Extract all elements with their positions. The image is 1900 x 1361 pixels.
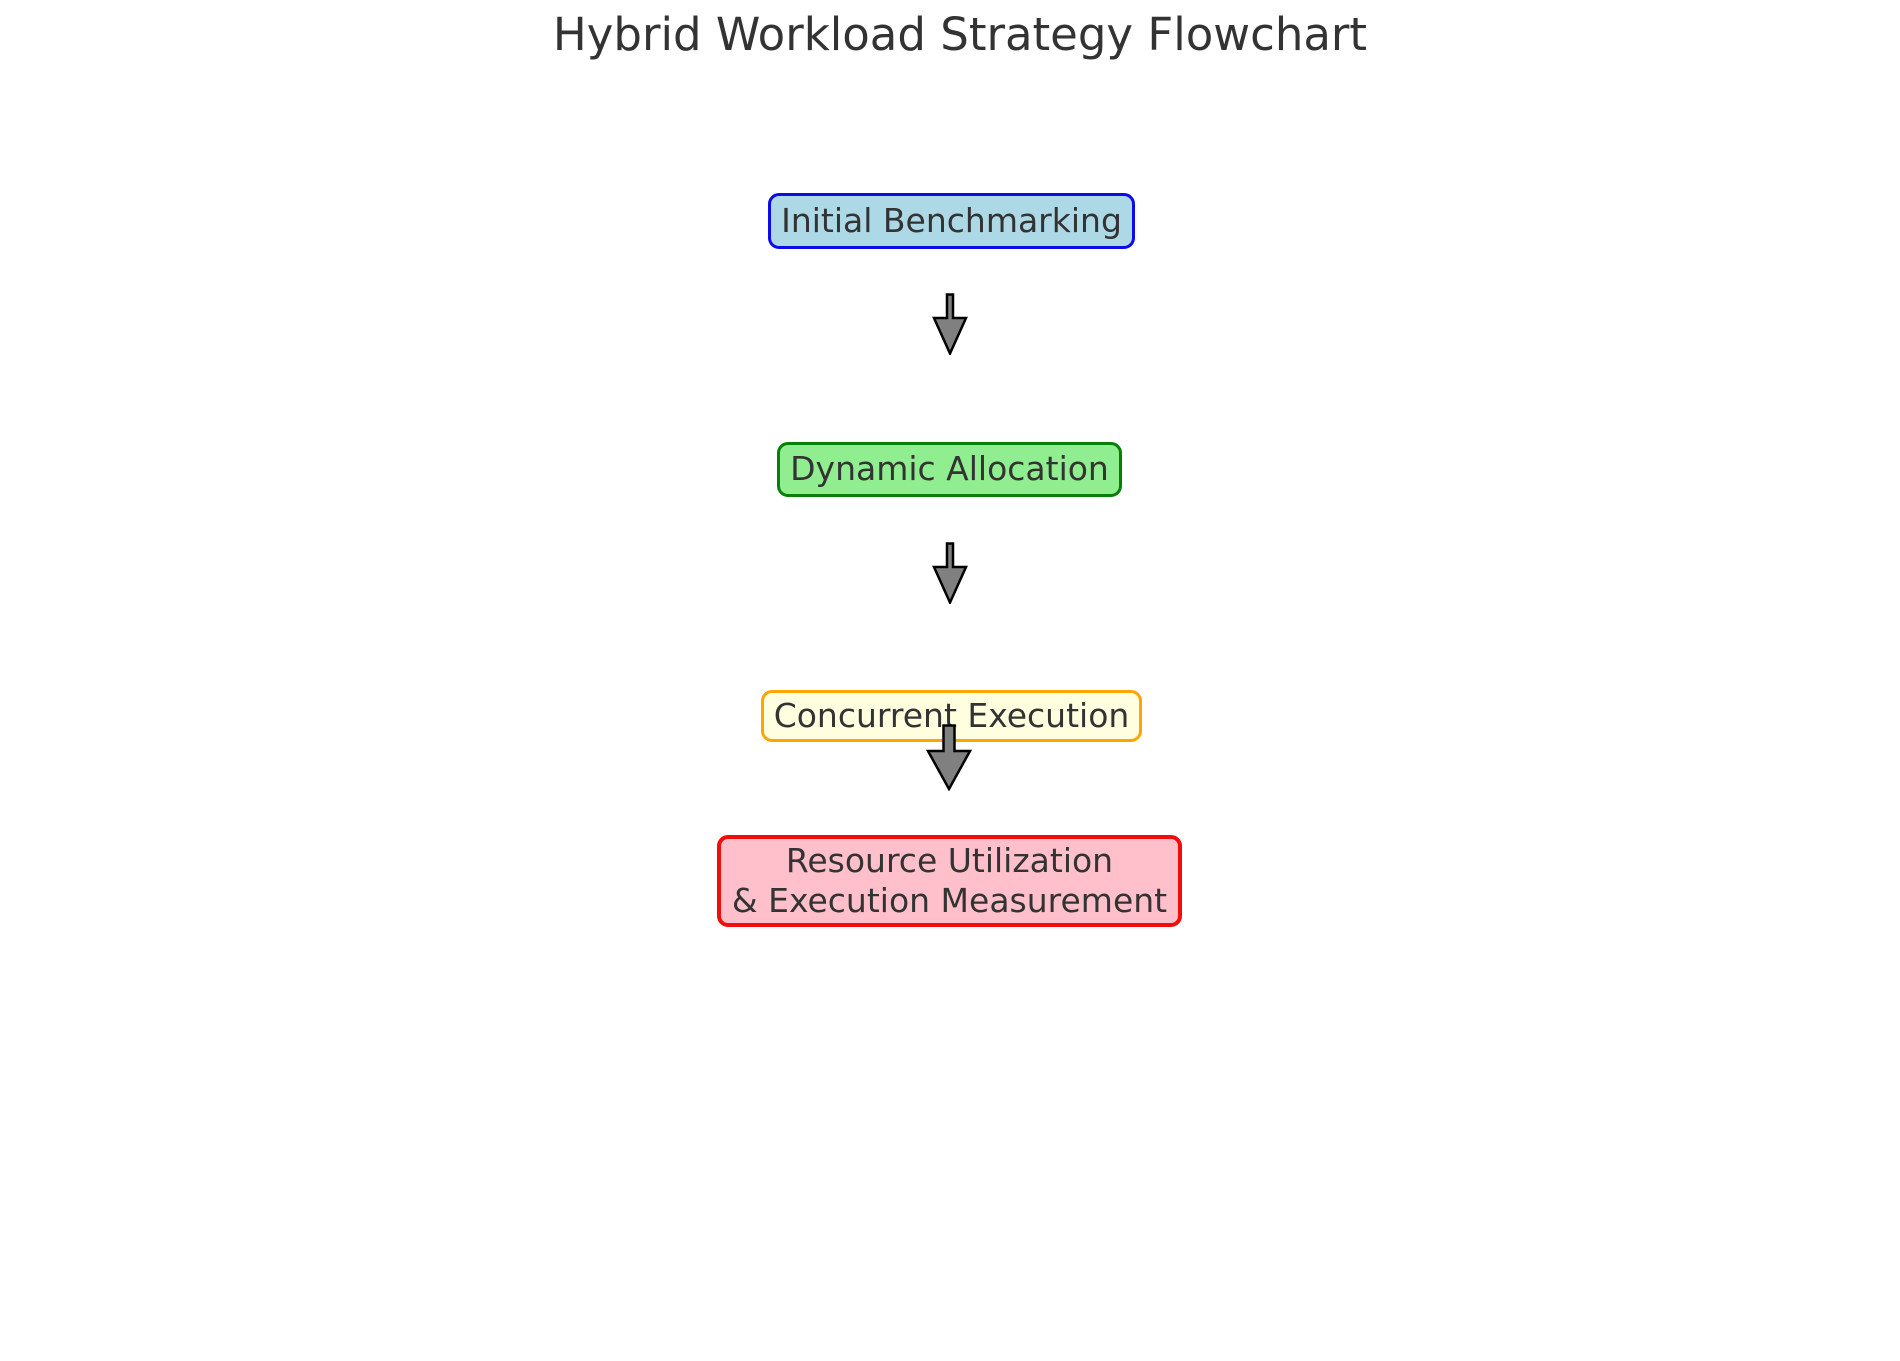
node-dynamic-allocation: Dynamic Allocation [777,442,1122,497]
down-arrow-shape [932,542,968,604]
node-dynamic-allocation-label: Dynamic Allocation [790,449,1109,489]
down-arrow-icon [932,542,968,604]
down-arrow-shape [932,293,968,355]
down-arrow-icon [926,724,972,791]
down-arrow-shape [926,724,972,791]
node-resource-utilization-label: Resource Utilization & Execution Measure… [732,841,1167,922]
node-label-line-1: Resource Utilization [785,840,1114,880]
node-label-line-2: & Execution Measurement [731,881,1168,920]
down-arrow-icon [932,293,968,355]
flowchart-title: Hybrid Workload Strategy Flowchart [552,8,1368,61]
node-initial-benchmarking-label: Initial Benchmarking [781,200,1122,240]
node-resource-utilization-measurement: Resource Utilization & Execution Measure… [717,835,1182,927]
node-initial-benchmarking: Initial Benchmarking [768,193,1135,249]
